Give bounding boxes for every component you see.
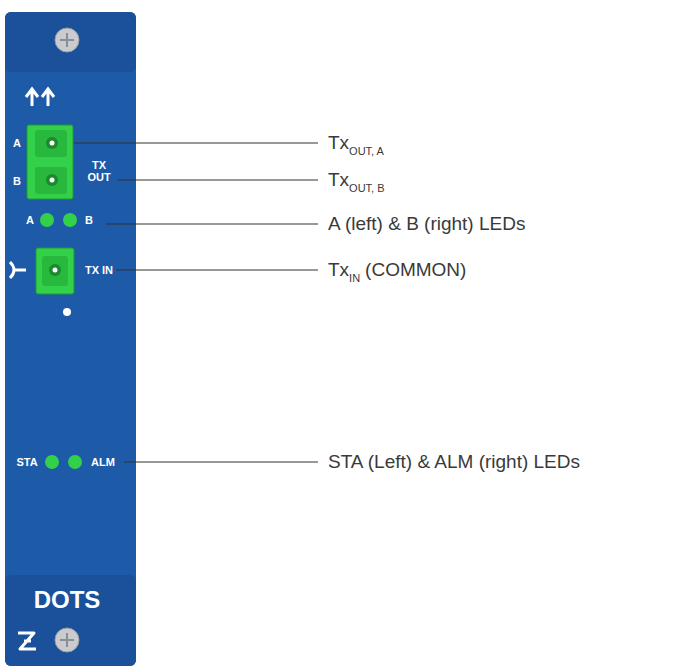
ferrule-core — [53, 268, 58, 273]
duplex-connector — [27, 125, 73, 199]
leader-line — [118, 180, 318, 181]
port-group-label: TX OUT — [83, 159, 115, 183]
ferrule — [46, 174, 58, 186]
led-label: A — [26, 214, 34, 226]
leader-line — [106, 224, 318, 225]
port-b — [35, 167, 67, 194]
ferrule — [46, 137, 58, 149]
led — [63, 213, 77, 227]
led-label: ALM — [91, 456, 115, 468]
output-arrows — [26, 89, 54, 106]
ferrule — [49, 264, 61, 276]
leader-lines — [74, 143, 318, 462]
input-connector — [36, 248, 74, 294]
screw-slot — [60, 633, 74, 647]
callout-label: Tx — [328, 260, 349, 281]
leader-line — [74, 143, 318, 144]
faceplate — [5, 12, 136, 666]
callout-label: (COMMON) — [365, 260, 466, 281]
faceplate-top — [5, 12, 136, 72]
callout-subscript: OUT, B — [349, 182, 384, 194]
port-label: B — [13, 175, 21, 187]
screw — [55, 28, 79, 52]
callout-label: A (left) & B (right) LEDs — [328, 214, 525, 235]
ferrule-core — [50, 141, 55, 146]
ferrule-core — [50, 178, 55, 183]
callout-label: STA (Left) & ALM (right) LEDs — [328, 452, 580, 473]
screw — [55, 628, 79, 652]
callout-subscript: IN — [349, 272, 360, 284]
port-a — [35, 130, 67, 157]
callout-label: Tx — [328, 133, 349, 154]
port-group-label: TX IN — [83, 264, 115, 276]
module-name: DOTS — [34, 587, 101, 613]
led — [68, 455, 82, 469]
reset-hole — [63, 308, 71, 316]
leader-line — [124, 462, 318, 463]
led-label: STA — [16, 456, 37, 468]
faceplate-bottom — [5, 575, 136, 666]
leader-line — [116, 270, 318, 271]
input-symbol — [10, 262, 26, 278]
logo — [18, 633, 36, 649]
callout-label: Tx — [328, 170, 349, 191]
led — [45, 455, 59, 469]
led — [40, 213, 54, 227]
led-label: B — [85, 214, 93, 226]
screw-slot — [60, 33, 74, 47]
callout-subscript: OUT, A — [349, 145, 384, 157]
port-label: A — [13, 137, 21, 149]
port-in — [42, 256, 68, 286]
